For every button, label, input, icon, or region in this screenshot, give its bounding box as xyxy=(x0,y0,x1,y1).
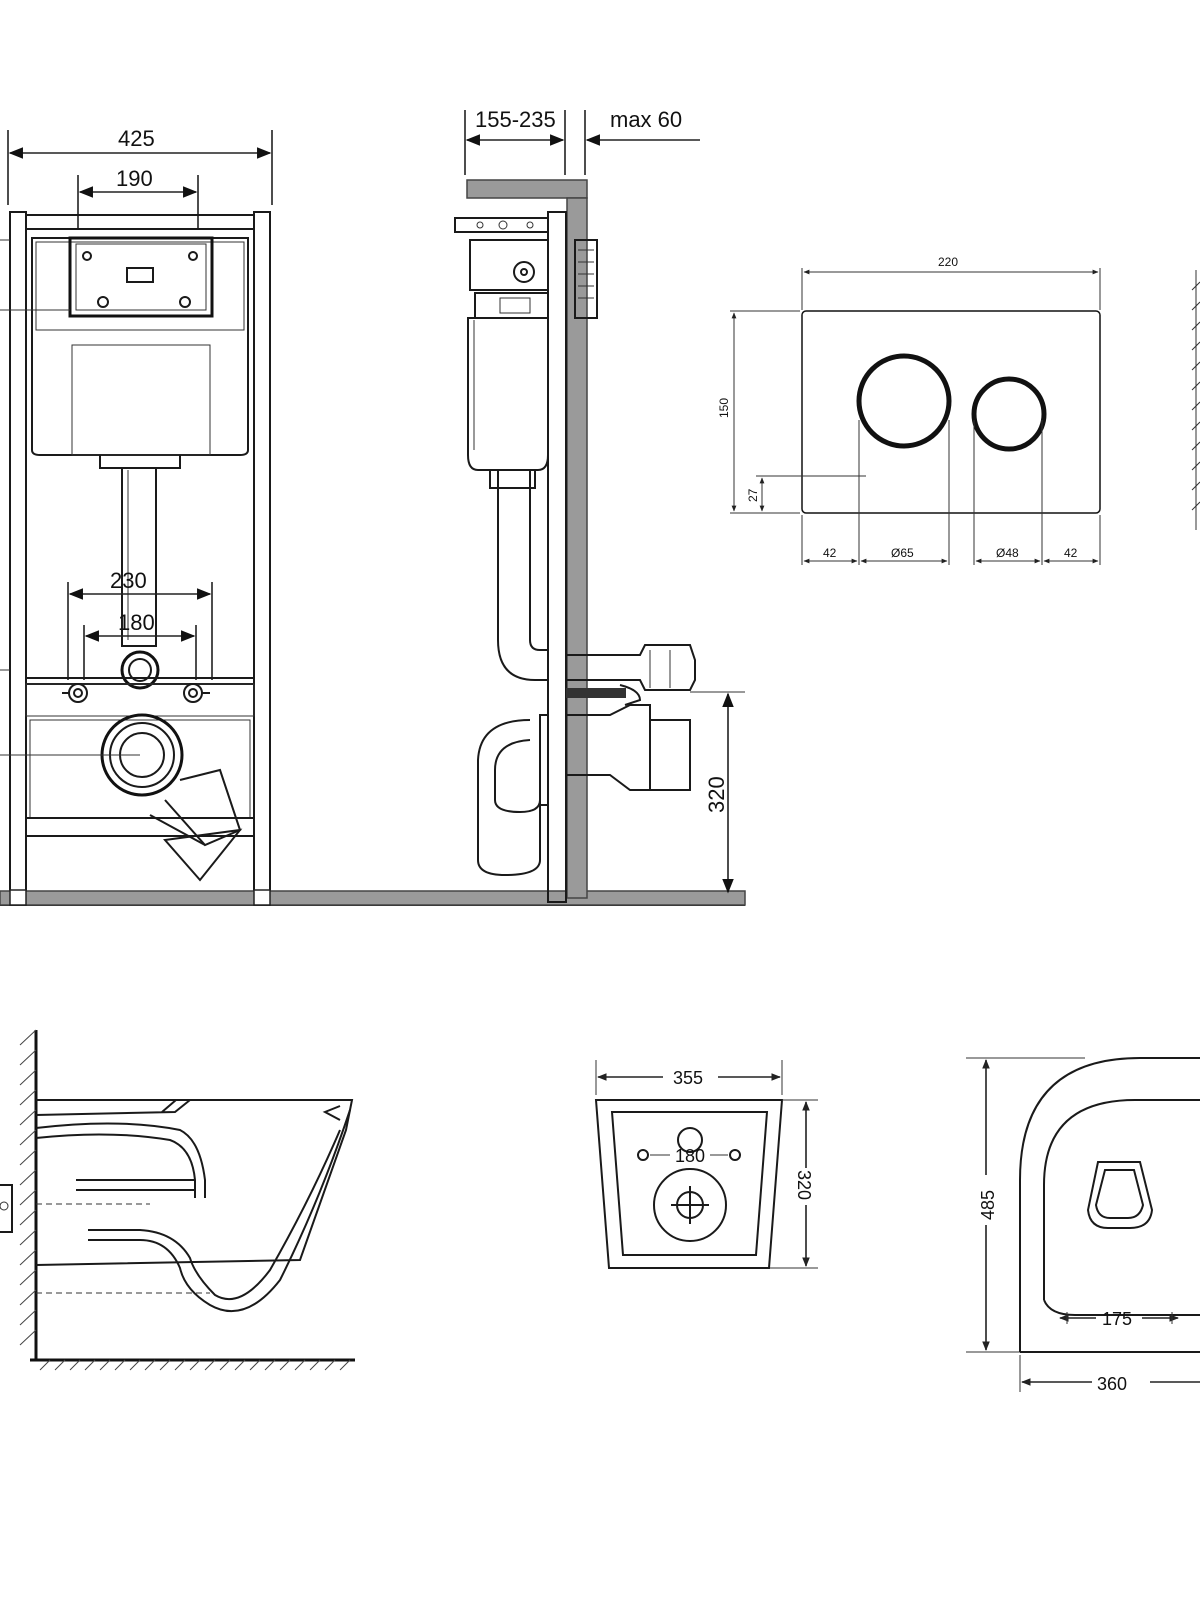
dim-margin-right: 42 xyxy=(1064,546,1078,560)
dim-seat-width: 175 xyxy=(1102,1309,1132,1329)
bowl-side-view xyxy=(0,1029,355,1371)
frame-front-view: 425 190 230 180 xyxy=(0,126,746,906)
bowl-top-view: 485 175 360 xyxy=(966,1057,1200,1394)
small-flush-button xyxy=(971,376,1047,452)
dim-bolts-outer: 230 xyxy=(110,568,147,593)
dim-frame-width: 425 xyxy=(118,126,155,151)
dim-big-button: Ø65 xyxy=(891,546,914,560)
dim-bowl-bolt-spacing: 180 xyxy=(675,1146,705,1166)
flush-plate-view: 220 150 27 42 Ø65 Ø48 42 xyxy=(717,255,1200,565)
dim-small-button: Ø48 xyxy=(996,546,1019,560)
dim-bowl-width: 360 xyxy=(1097,1374,1127,1394)
dim-bowl-back-width: 355 xyxy=(673,1068,703,1088)
flush-plate xyxy=(801,310,1101,514)
dim-bowl-back-height: 320 xyxy=(794,1170,814,1200)
dim-bowl-length: 485 xyxy=(978,1190,998,1220)
bowl-back-view: 355 180 320 xyxy=(594,1060,818,1269)
dim-bolts-inner: 180 xyxy=(118,610,155,635)
dim-plate-width: 220 xyxy=(938,255,958,269)
dim-outlet-height: 320 xyxy=(704,776,729,813)
dim-tank-plate-width: 190 xyxy=(116,166,153,191)
dim-wall-max: max 60 xyxy=(610,107,682,132)
dim-button-offset: 27 xyxy=(746,488,760,502)
big-flush-button xyxy=(856,353,952,449)
dim-plate-height: 150 xyxy=(717,398,731,418)
dim-frame-depth: 155-235 xyxy=(475,107,556,132)
dim-margin-left: 42 xyxy=(823,546,837,560)
frame-side-view: 155-235 max 60 xyxy=(454,107,745,903)
